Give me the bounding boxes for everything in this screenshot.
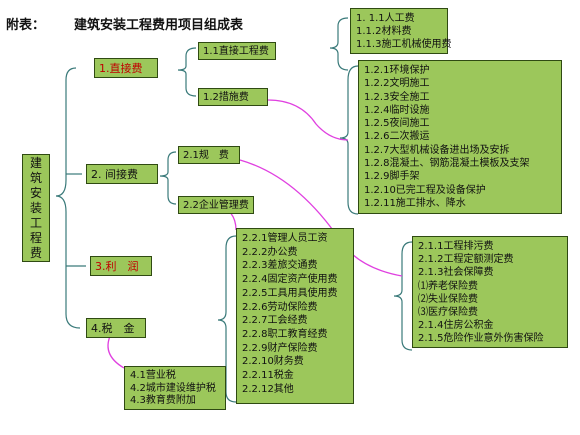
list-item: 2.1.1工程排污费 xyxy=(418,241,494,252)
list-item: 1.1.2材料费 xyxy=(356,26,412,37)
root-char: 工 xyxy=(29,215,42,230)
list-item: 2.2.11税金 xyxy=(242,370,294,382)
direct-bracket xyxy=(177,47,197,97)
direct-work-bracket xyxy=(329,17,349,71)
root-char: 费 xyxy=(29,245,42,260)
list-item: 1.2.11施工排水、降水 xyxy=(364,197,466,209)
list-item: ⑴养老保险费 xyxy=(418,280,478,292)
direct-work-fee-box: 1.1直接工程费 xyxy=(198,42,276,60)
root-bracket xyxy=(55,67,81,329)
measures-fee-label: 1.2措施费 xyxy=(203,91,249,103)
list-item: 2.2.1管理人员工资 xyxy=(242,233,328,244)
list-item: 1.2.9脚手架 xyxy=(364,171,420,183)
enterprise-mgmt-fee-box: 2.2企业管理费 xyxy=(178,196,254,214)
list-item: 1.2.2文明施工 xyxy=(364,78,430,90)
root-char: 安 xyxy=(29,185,42,200)
measures-fee-box: 1.2措施费 xyxy=(198,88,268,106)
indirect-fee-label: 2. 间接费 xyxy=(91,167,138,181)
direct-work-fee-label: 1.1直接工程费 xyxy=(203,45,269,57)
measures-bracket xyxy=(339,65,359,215)
root-char: 建 xyxy=(29,155,42,170)
title-main: 建筑安装工程费用项目组成表 xyxy=(74,18,244,33)
list-item: 1.2.6二次搬运 xyxy=(364,131,430,143)
list-item: 2.1.4住房公积金 xyxy=(418,320,494,332)
list-item: 2.2.3差旅交通费 xyxy=(242,260,318,272)
list-item: 4.1营业税 xyxy=(130,370,176,381)
list-item: 2.1.2工程定额测定费 xyxy=(418,254,514,266)
root-char: 程 xyxy=(29,230,42,245)
list-item: 1.2.10已完工程及设备保护 xyxy=(364,184,486,196)
list-item: 2.1.3社会保障费 xyxy=(418,267,494,279)
list-item: 2.2.10财务费 xyxy=(242,356,304,368)
page-title: 附表： 建筑安装工程费用项目组成表 xyxy=(6,14,243,33)
list-item: 2.2.2办公费 xyxy=(242,246,298,258)
list-item: 2.1.5危险作业意外伤害保险 xyxy=(418,333,544,345)
list-item: 1.2.3安全施工 xyxy=(364,91,430,103)
list-item: 2.2.8职工教育经费 xyxy=(242,328,328,340)
enterprise-mgmt-fee-label: 2.2企业管理费 xyxy=(183,199,249,211)
list-item: ⑶医疗保险费 xyxy=(418,307,478,319)
fee-items-bracket xyxy=(393,241,413,351)
list-item: 1.2.7大型机械设备进出场及安拆 xyxy=(364,144,510,156)
list-item: 4.2城市建设维护税 xyxy=(130,382,216,394)
list-item: 4.3教育费附加 xyxy=(130,395,196,406)
direct-work-items-box: 1. 1.1人工费 1.1.2材料费 1.1.3施工机械使用费 xyxy=(350,8,452,54)
tax-box: 4.税 金 xyxy=(86,318,146,338)
list-item: 1.2.5夜间施工 xyxy=(364,118,430,130)
tax-label: 4.税 金 xyxy=(91,321,135,335)
link-measures xyxy=(267,99,349,141)
list-item: ⑵失业保险费 xyxy=(418,293,478,305)
fee-items-box: 2.1.1工程排污费 2.1.2工程定额测定费 2.1.3社会保障费 ⑴养老保险… xyxy=(412,236,568,348)
list-item: 2.2.4固定资产使用费 xyxy=(242,274,338,286)
indirect-bracket xyxy=(159,151,177,205)
list-item: 2.2.12其他 xyxy=(242,383,294,395)
list-item: 1. 1.1人工费 xyxy=(356,13,415,24)
direct-fee-box: 1.直接费 xyxy=(94,58,158,78)
list-item: 1.2.1环境保护 xyxy=(364,65,430,76)
list-item: 1.2.4临时设施 xyxy=(364,104,430,116)
indirect-fee-box: 2. 间接费 xyxy=(86,164,158,184)
measure-items-box: 1.2.1环境保护 1.2.2文明施工 1.2.3安全施工 1.2.4临时设施 … xyxy=(358,60,562,214)
tax-items-box: 4.1营业税 4.2城市建设维护税 4.3教育费附加 xyxy=(124,366,226,410)
list-item: 2.2.5工具用具使用费 xyxy=(242,287,338,299)
list-item: 2.2.7工会经费 xyxy=(242,315,308,327)
regulatory-fee-label: 2.1规 费 xyxy=(183,149,229,161)
list-item: 1.1.3施工机械使用费 xyxy=(356,39,452,50)
root-char: 筑 xyxy=(29,170,42,185)
list-item: 2.2.9财产保险费 xyxy=(242,342,318,354)
title-prefix: 附表： xyxy=(6,18,46,33)
regulatory-fee-box: 2.1规 费 xyxy=(178,146,240,164)
profit-box: 3.利 润 xyxy=(90,256,152,276)
list-item: 2.2.6劳动保险费 xyxy=(242,301,318,313)
enterprise-bracket xyxy=(217,235,237,403)
list-item: 1.2.8混凝土、钢筋混凝土模板及支架 xyxy=(364,158,530,170)
root-box: 建 筑 安 装 工 程 费 xyxy=(22,154,50,262)
root-char: 装 xyxy=(29,200,42,215)
direct-fee-label: 1.直接费 xyxy=(99,61,143,75)
enterprise-items-box: 2.2.1管理人员工资 2.2.2办公费 2.2.3差旅交通费 2.2.4固定资… xyxy=(236,228,354,404)
profit-label: 3.利 润 xyxy=(95,259,139,273)
